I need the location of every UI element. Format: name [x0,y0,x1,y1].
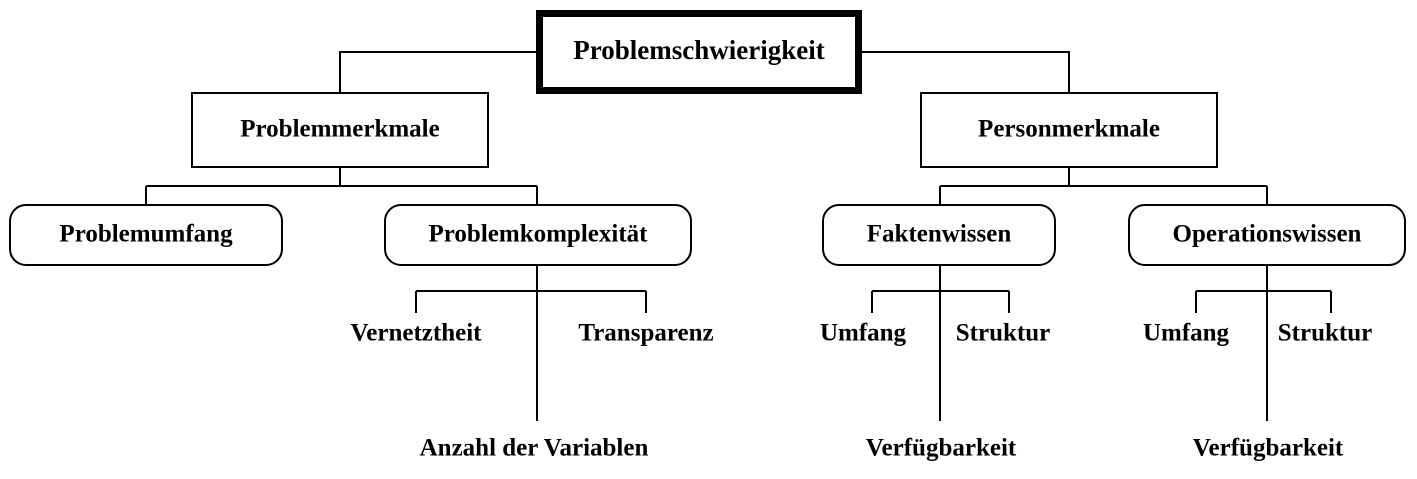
problemumfang-box[interactable] [9,204,283,266]
problemschwierigkeit-box[interactable] [536,10,862,94]
faktenwissen-label: Faktenwissen [867,221,1012,248]
problemschwierigkeit-label: Problemschwierigkeit [573,35,824,65]
faktenwissen-box[interactable] [822,204,1056,266]
node-problemmerkmale[interactable]: Problemmerkmale [191,92,489,168]
problemkomplexitaet-label: Problemkomplexität [429,221,649,248]
leaf-labels-level4: Vernetztheit Transparenz Umfang Struktur… [351,320,1373,347]
problemumfang-label: Problemumfang [59,221,233,248]
node-problemschwierigkeit[interactable]: Problemschwierigkeit [536,10,862,94]
connector-root-to-personmerkmale [862,51,1070,93]
leaf-labels-level5: Anzahl der Variablen Verfügbarkeit Verfü… [420,435,1344,462]
operationswissen-label: Operationswissen [1173,221,1362,248]
node-personmerkmale[interactable]: Personmerkmale [920,92,1218,168]
problemmerkmale-label: Problemmerkmale [240,116,439,143]
personmerkmale-box[interactable] [920,92,1218,168]
leaf-transparenz: Transparenz [578,320,713,347]
leaf-oper-struktur: Struktur [1278,320,1372,347]
leaf-oper-umfang: Umfang [1143,320,1230,347]
leaf-oper-verfuegbarkeit: Verfügbarkeit [1193,435,1344,462]
node-problemkomplexitaet[interactable]: Problemkomplexität [384,204,692,266]
leaf-fakten-umfang: Umfang [820,320,907,347]
connector-root-to-problemmerkmale [339,51,536,93]
problemmerkmale-box[interactable] [191,92,489,168]
problemkomplexitaet-box[interactable] [384,204,692,266]
leaf-fakten-struktur: Struktur [956,320,1050,347]
operationswissen-box[interactable] [1128,204,1406,266]
personmerkmale-label: Personmerkmale [978,116,1160,143]
node-problemumfang[interactable]: Problemumfang [9,204,283,266]
node-faktenwissen[interactable]: Faktenwissen [822,204,1056,266]
node-operationswissen[interactable]: Operationswissen [1128,204,1406,266]
connectors-group [145,51,1332,421]
leaf-fakten-verfuegbarkeit: Verfügbarkeit [866,435,1017,462]
leaf-vernetztheit: Vernetztheit [351,320,483,347]
leaf-anzahl-der-variablen: Anzahl der Variablen [420,435,649,462]
